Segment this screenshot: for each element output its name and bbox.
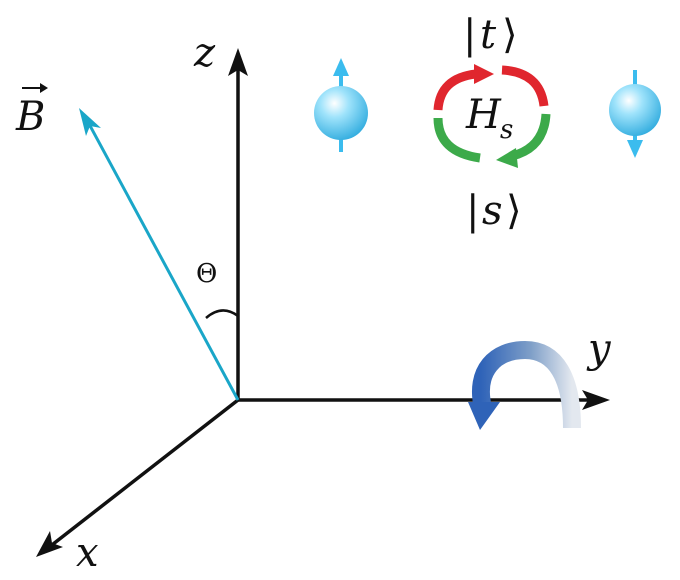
cycle-arrow-green-left <box>433 117 481 163</box>
angle-label: Θ <box>196 259 217 289</box>
conversion-cycle <box>433 64 551 168</box>
magnetic-field-vector <box>79 108 240 401</box>
singlet-letter: s <box>482 188 503 234</box>
triplet-letter: t <box>480 12 497 58</box>
x-axis-arrowhead <box>36 531 63 557</box>
triplet-bracket: ⟩ <box>502 12 518 58</box>
hamiltonian-symbol: H <box>465 92 502 138</box>
triplet-bar: | <box>463 12 476 58</box>
singlet-bar: | <box>466 188 479 234</box>
rotation-arrowhead <box>468 402 500 430</box>
x-axis <box>46 398 240 550</box>
coordinate-axes <box>36 48 610 557</box>
spin-down <box>609 70 661 158</box>
field-label: B <box>15 83 48 140</box>
cycle-arrow-green-right <box>510 113 551 161</box>
rotation-arrow-icon <box>468 340 581 430</box>
hamiltonian-label: H s <box>465 92 513 145</box>
field-arrowhead <box>79 108 101 136</box>
spin-down-sphere <box>609 84 661 136</box>
x-axis-label: x <box>76 530 99 576</box>
spin-up-arrowhead <box>333 58 349 76</box>
z-axis-arrowhead <box>228 48 248 76</box>
angle-arc <box>205 309 239 319</box>
spin-up <box>314 58 368 152</box>
spin-up-sphere <box>314 86 368 140</box>
triplet-state: | t ⟩ <box>463 12 518 58</box>
y-axis-arrowhead <box>582 390 610 410</box>
cycle-arrow-red-right <box>501 65 549 107</box>
field-symbol: B <box>15 94 45 140</box>
singlet-bracket: ⟩ <box>506 188 522 234</box>
hamiltonian-subscript: s <box>500 115 513 145</box>
z-axis-label: z <box>193 30 216 76</box>
cycle-arrow-red-left <box>433 69 477 111</box>
y-axis-label: y <box>586 326 612 372</box>
singlet-state: | s ⟩ <box>466 188 522 234</box>
spin-down-arrowhead <box>627 140 643 158</box>
